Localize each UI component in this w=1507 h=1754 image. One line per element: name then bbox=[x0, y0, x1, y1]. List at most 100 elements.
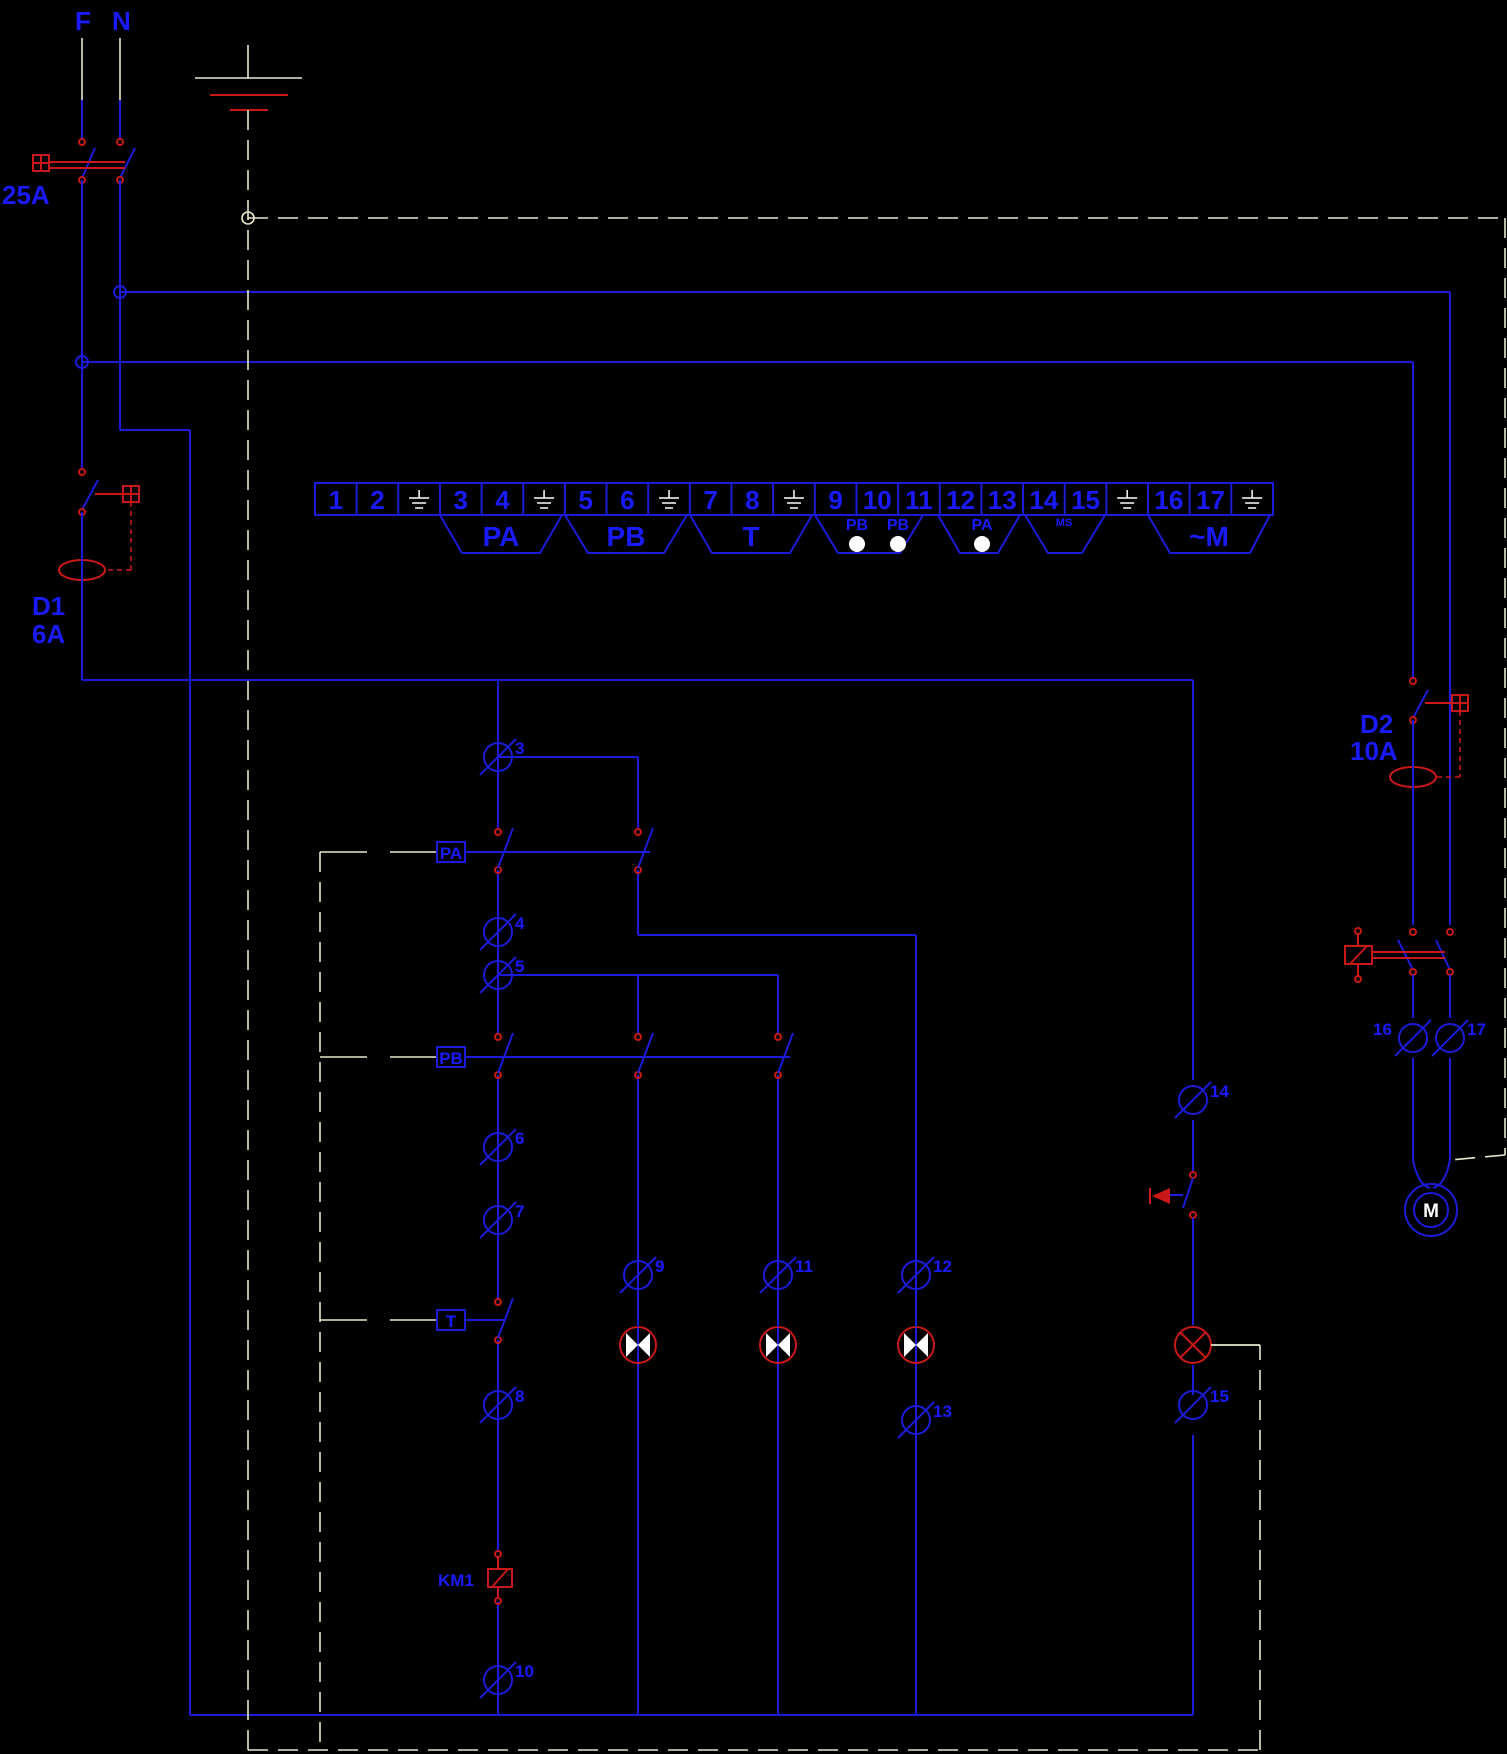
group-t: T bbox=[742, 521, 759, 552]
earth-wire bbox=[241, 110, 1506, 1752]
d1-name: D1 bbox=[32, 591, 65, 621]
svg-text:3: 3 bbox=[515, 739, 524, 758]
terminal-ground-icon bbox=[409, 490, 430, 509]
control-bus bbox=[82, 679, 1194, 1080]
switch-links bbox=[319, 851, 790, 1752]
breaker-d1 bbox=[58, 468, 140, 680]
ground-symbol bbox=[195, 45, 302, 111]
terminal-ground-icon bbox=[1242, 490, 1263, 509]
wire-marker-9: 9 bbox=[619, 1256, 664, 1294]
svg-text:PA: PA bbox=[440, 844, 462, 863]
terminal-number: 11 bbox=[905, 485, 933, 515]
wire-marker-14: 14 bbox=[1174, 1081, 1229, 1119]
svg-text:13: 13 bbox=[933, 1402, 952, 1421]
switch-contact bbox=[494, 827, 514, 874]
motor: M bbox=[1404, 1159, 1458, 1237]
switch-pb: PB bbox=[436, 1046, 466, 1068]
group-pa: PA bbox=[483, 521, 520, 552]
svg-text:16: 16 bbox=[1373, 1020, 1392, 1039]
km1-contactor bbox=[1344, 927, 1454, 1160]
group-pb-lamp-2: PB bbox=[887, 517, 909, 534]
terminal-number: 17 bbox=[1196, 485, 1225, 515]
terminal-number: 12 bbox=[946, 485, 975, 515]
wire-marker-13: 13 bbox=[897, 1401, 952, 1439]
wire-marker-7: 7 bbox=[479, 1201, 524, 1239]
switch-contact bbox=[634, 1032, 654, 1079]
svg-text:17: 17 bbox=[1467, 1020, 1486, 1039]
svg-text:15: 15 bbox=[1210, 1387, 1229, 1406]
terminal-number: 10 bbox=[863, 485, 892, 515]
switch-contact bbox=[634, 827, 654, 874]
terminal-number: 3 bbox=[454, 485, 468, 515]
terminal-ground-icon bbox=[783, 490, 804, 509]
indicator-lamps bbox=[619, 1315, 935, 1364]
wire-marker-16: 16 bbox=[1373, 1019, 1432, 1057]
terminal-number: 1 bbox=[329, 485, 343, 515]
lamp-icon bbox=[759, 1315, 797, 1364]
group-motor: ~M bbox=[1189, 521, 1229, 552]
terminal-ground-icon bbox=[534, 490, 555, 509]
lamp-icon bbox=[897, 1315, 935, 1364]
d2-rating: 10A bbox=[1350, 736, 1398, 766]
svg-text:10: 10 bbox=[515, 1662, 534, 1681]
group-pb-lamp-1: PB bbox=[846, 517, 868, 534]
terminal-number: 14 bbox=[1029, 485, 1058, 515]
km1-label: KM1 bbox=[438, 1571, 474, 1590]
control-branch-main bbox=[497, 740, 917, 1715]
breaker-d2 bbox=[1389, 640, 1469, 925]
group-pb: PB bbox=[607, 521, 646, 552]
svg-text:T: T bbox=[446, 1312, 457, 1331]
wire-marker-17: 17 bbox=[1431, 1019, 1486, 1057]
wire-marker-4: 4 bbox=[479, 913, 525, 951]
power-wires bbox=[75, 180, 1451, 1716]
wire-marker-8: 8 bbox=[479, 1386, 524, 1424]
main-breaker-label: 25A bbox=[2, 180, 50, 210]
terminal-ground-icon bbox=[659, 490, 680, 509]
terminal-number: 8 bbox=[745, 485, 759, 515]
svg-text:14: 14 bbox=[1210, 1082, 1229, 1101]
svg-text:6: 6 bbox=[515, 1129, 524, 1148]
switch-contact bbox=[494, 1032, 514, 1079]
neutral-label: N bbox=[112, 6, 131, 36]
switch-t: T bbox=[436, 1309, 466, 1331]
group-ms: MS bbox=[1056, 517, 1073, 529]
wire-marker-10: 10 bbox=[479, 1661, 534, 1699]
switch-contact bbox=[774, 1032, 794, 1079]
terminal-number: 4 bbox=[495, 485, 510, 515]
terminal-number: 6 bbox=[620, 485, 634, 515]
svg-text:9: 9 bbox=[655, 1257, 664, 1276]
motor-label: M bbox=[1423, 1201, 1439, 1222]
terminal-number: 13 bbox=[988, 485, 1017, 515]
terminal-number: 7 bbox=[703, 485, 717, 515]
svg-text:PB: PB bbox=[439, 1049, 463, 1068]
lamp-icon bbox=[619, 1315, 657, 1364]
svg-text:4: 4 bbox=[515, 914, 525, 933]
main-breaker-25a bbox=[32, 100, 136, 184]
terminal-number: 5 bbox=[578, 485, 592, 515]
terminal-groups bbox=[439, 514, 1271, 554]
d2-name: D2 bbox=[1360, 709, 1393, 739]
svg-text:7: 7 bbox=[515, 1202, 524, 1221]
km1-coil bbox=[487, 1550, 513, 1605]
ms-lamp bbox=[1174, 1326, 1260, 1364]
d1-rating: 6A bbox=[32, 619, 65, 649]
wire-marker-12: 12 bbox=[897, 1256, 952, 1294]
svg-text:8: 8 bbox=[515, 1387, 524, 1406]
ms-pushbutton bbox=[1149, 1120, 1197, 1715]
wire-marker-6: 6 bbox=[479, 1128, 524, 1166]
terminal-number: 16 bbox=[1154, 485, 1183, 515]
terminal-number: 2 bbox=[370, 485, 384, 515]
terminal-number: 15 bbox=[1071, 485, 1100, 515]
terminal-number: 9 bbox=[828, 485, 842, 515]
svg-text:5: 5 bbox=[515, 957, 524, 976]
terminal-ground-icon bbox=[1117, 490, 1138, 509]
switch-pa: PA bbox=[436, 841, 466, 863]
group-lamp-icons bbox=[849, 536, 990, 552]
svg-text:12: 12 bbox=[933, 1257, 952, 1276]
group-pa-lamp: PA bbox=[971, 517, 992, 534]
wire-marker-15: 15 bbox=[1174, 1386, 1229, 1424]
contacts bbox=[494, 827, 794, 1344]
